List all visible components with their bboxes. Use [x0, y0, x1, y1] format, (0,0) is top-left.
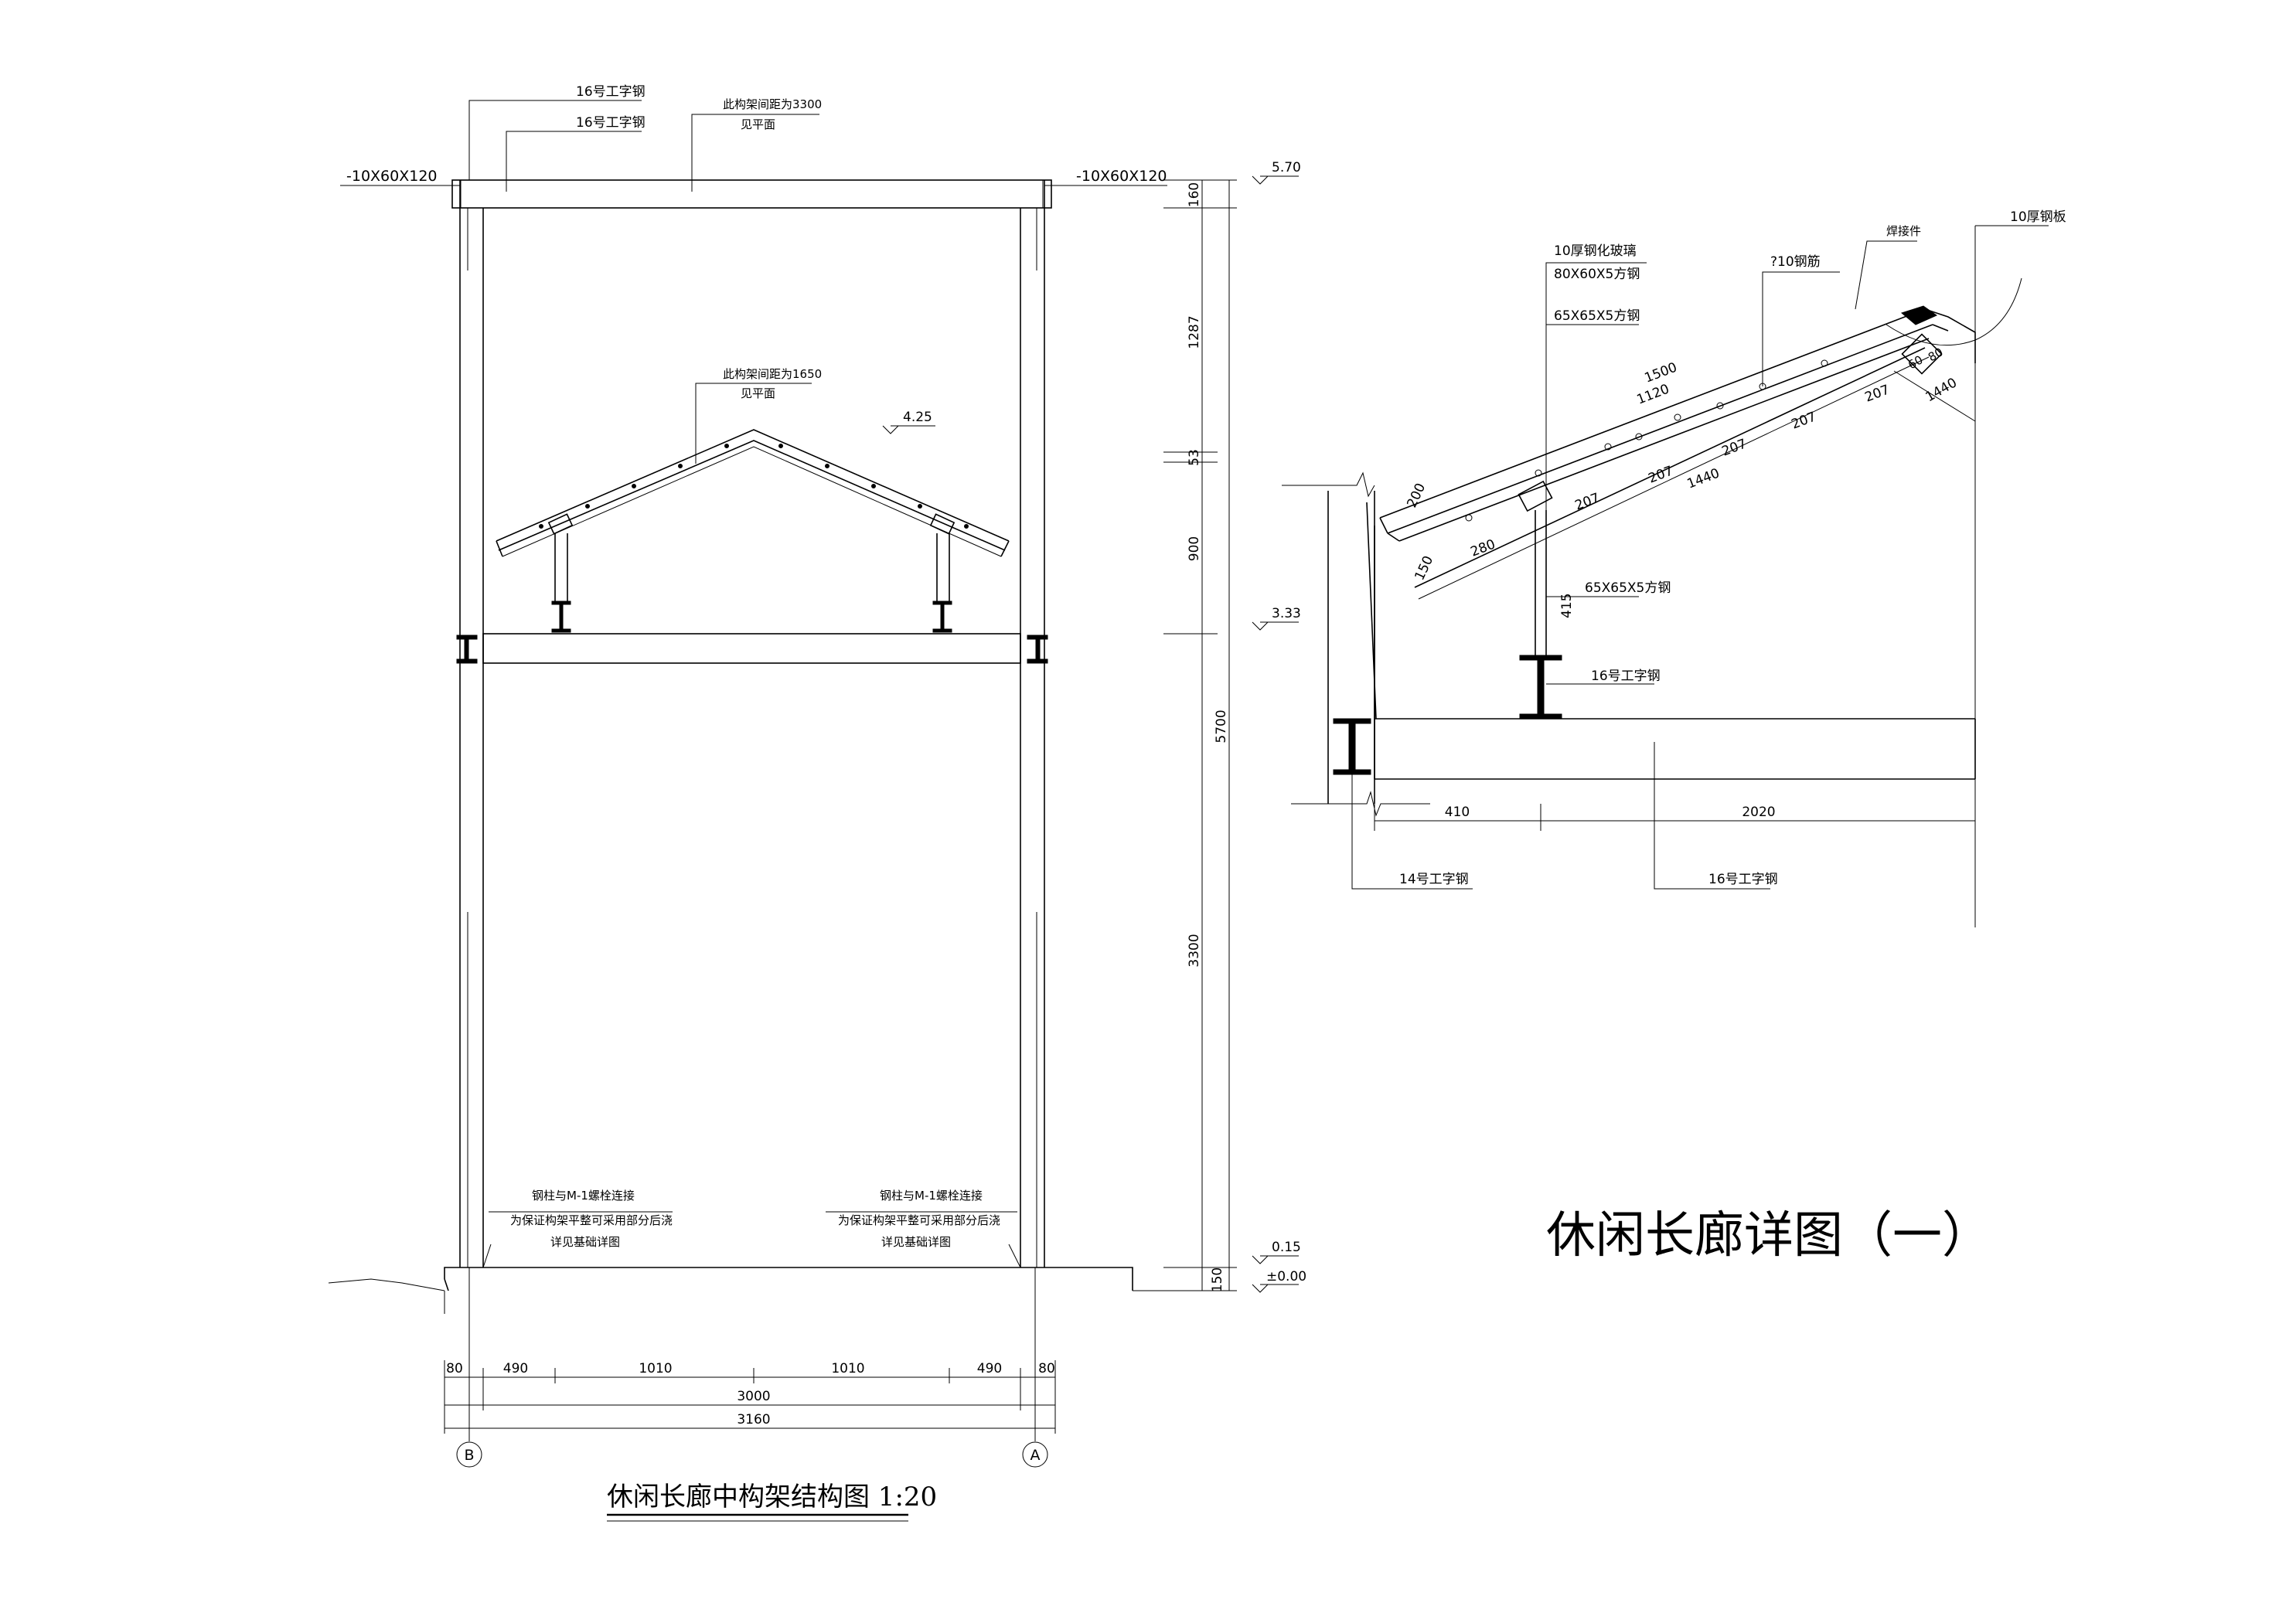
dim-1120: 1120 [1635, 381, 1672, 407]
label-i16-top1: 16号工字钢 [576, 84, 646, 100]
label-roof-span: 此构架间距为1650 [723, 367, 822, 381]
axis-label-b: B [464, 1447, 474, 1464]
left-title: 休闲长廊中构架结构图 1:20 [607, 1482, 937, 1512]
label-beam-span: 此构架间距为3300 [723, 97, 822, 111]
label-tube2: 65X65X5方钢 [1554, 308, 1640, 324]
label-glass: 10厚钢化玻璃 [1554, 243, 1637, 259]
elev-marker-floor: 0.15 [1252, 1240, 1301, 1264]
axis-bubble-a [1022, 1441, 1048, 1468]
vdim-150: 150 [1210, 1267, 1225, 1292]
top-beam [451, 179, 1052, 209]
bottom-horizontal-dimensions: 80 490 1010 1010 490 80 3000 3160 B A [444, 1360, 1056, 1468]
note-left-1: 钢柱与M-1螺栓连接 [532, 1189, 635, 1203]
svg-text:±0.00: ±0.00 [1266, 1269, 1306, 1284]
hdim-3160: 3160 [737, 1412, 770, 1427]
axis-label-a: A [1030, 1447, 1041, 1464]
label-weld: 焊接件 [1886, 224, 1921, 238]
vdim-3300: 3300 [1187, 934, 1202, 967]
svg-text:3.33: 3.33 [1272, 606, 1301, 621]
hdim-0: 80 [446, 1361, 463, 1376]
right-title: 休闲长廊详图（一） [1546, 1207, 1991, 1264]
dim-207-3: 207 [1790, 409, 1818, 432]
i16-section [1519, 655, 1562, 720]
vdim-160: 160 [1187, 182, 1202, 207]
hdim-2: 1010 [639, 1361, 672, 1376]
dim-1440: 1440 [1685, 465, 1722, 492]
i-beam-section-post-left [551, 601, 571, 633]
note-right-3: 详见基础详图 [881, 1235, 951, 1249]
label-plate-right: -10X60X120 [1076, 168, 1167, 185]
dim-207-2: 207 [1720, 436, 1749, 459]
svg-text:0.15: 0.15 [1272, 1240, 1301, 1255]
svg-text:5.70: 5.70 [1272, 160, 1301, 175]
roof-glass [496, 429, 1010, 557]
label-i14: 14号工字钢 [1399, 872, 1469, 887]
note-right-2: 为保证构架平整可采用部分后浇 [838, 1213, 1000, 1227]
elev-marker-roof: 4.25 [882, 410, 935, 434]
vdim-900: 900 [1187, 536, 1202, 561]
dim-410: 410 [1445, 805, 1470, 820]
dim-80: 80 [1926, 345, 1946, 364]
left-vertical-dimensions: 160 1287 53 900 3300 150 5700 5.70 4.25 … [882, 160, 1306, 1293]
i-beam-section-post-right [932, 601, 952, 633]
vdim-53: 53 [1187, 449, 1202, 466]
label-see-plan-1: 见平面 [741, 117, 775, 131]
elev-marker-ground: ±0.00 [1252, 1269, 1306, 1293]
middle-beam [482, 633, 1021, 664]
foundation-slab [328, 1244, 1229, 1314]
label-i16: 16号工字钢 [1591, 669, 1661, 684]
label-i16-top2: 16号工字钢 [576, 115, 646, 131]
label-tube3: 65X65X5方钢 [1585, 580, 1671, 596]
hdim-3: 1010 [831, 1361, 864, 1376]
dim-2020: 2020 [1742, 805, 1775, 820]
left-title-block: 休闲长廊中构架结构图 1:20 [607, 1482, 937, 1522]
note-left-3: 详见基础详图 [550, 1235, 620, 1249]
label-plate: 10厚钢板 [2010, 209, 2066, 225]
note-right-1: 钢柱与M-1螺栓连接 [880, 1189, 983, 1203]
hdim-3000: 3000 [737, 1389, 770, 1404]
label-see-plan-2: 见平面 [741, 386, 775, 400]
note-left-2: 为保证构架平整可采用部分后浇 [510, 1213, 673, 1227]
dim-1500: 1500 [1643, 359, 1680, 386]
dim-207-4: 207 [1863, 382, 1892, 405]
svg-text:4.25: 4.25 [903, 410, 932, 425]
dim-207-1: 207 [1647, 463, 1675, 486]
left-frame-elevation [328, 179, 1229, 1441]
hdim-4: 490 [977, 1361, 1002, 1376]
vdim-5700: 5700 [1214, 709, 1229, 743]
right-roof-detail: 10厚钢化玻璃 80X60X5方钢 65X65X5方钢 65X65X5方钢 16… [1282, 209, 2066, 927]
axis-bubble-b [456, 1441, 482, 1468]
label-tube1: 80X60X5方钢 [1554, 267, 1640, 282]
dim-207-0: 207 [1573, 490, 1602, 513]
i-beam-section-right [1027, 635, 1048, 664]
elev-marker-beam: 3.33 [1252, 606, 1301, 631]
i-beam-section-left [456, 635, 478, 664]
left-leaders: 16号工字钢 16号工字钢 此构架间距为3300 见平面 -10X60X120 … [340, 84, 1167, 464]
dim-200: 200 [1404, 481, 1429, 510]
label-plate-left: -10X60X120 [346, 168, 438, 185]
label-i16-b: 16号工字钢 [1708, 872, 1778, 887]
base-notes: 钢柱与M-1螺栓连接 为保证构架平整可采用部分后浇 详见基础详图 钢柱与M-1螺… [489, 1189, 1017, 1249]
label-bolt: ?10钢筋 [1770, 254, 1821, 270]
hdim-5: 80 [1038, 1361, 1055, 1376]
elev-marker-top: 5.70 [1252, 160, 1301, 185]
dim-415: 415 [1559, 594, 1575, 618]
i14-section [1333, 718, 1371, 775]
hdim-1: 490 [503, 1361, 528, 1376]
vdim-1287: 1287 [1187, 315, 1202, 349]
dim-280: 280 [1469, 536, 1497, 560]
